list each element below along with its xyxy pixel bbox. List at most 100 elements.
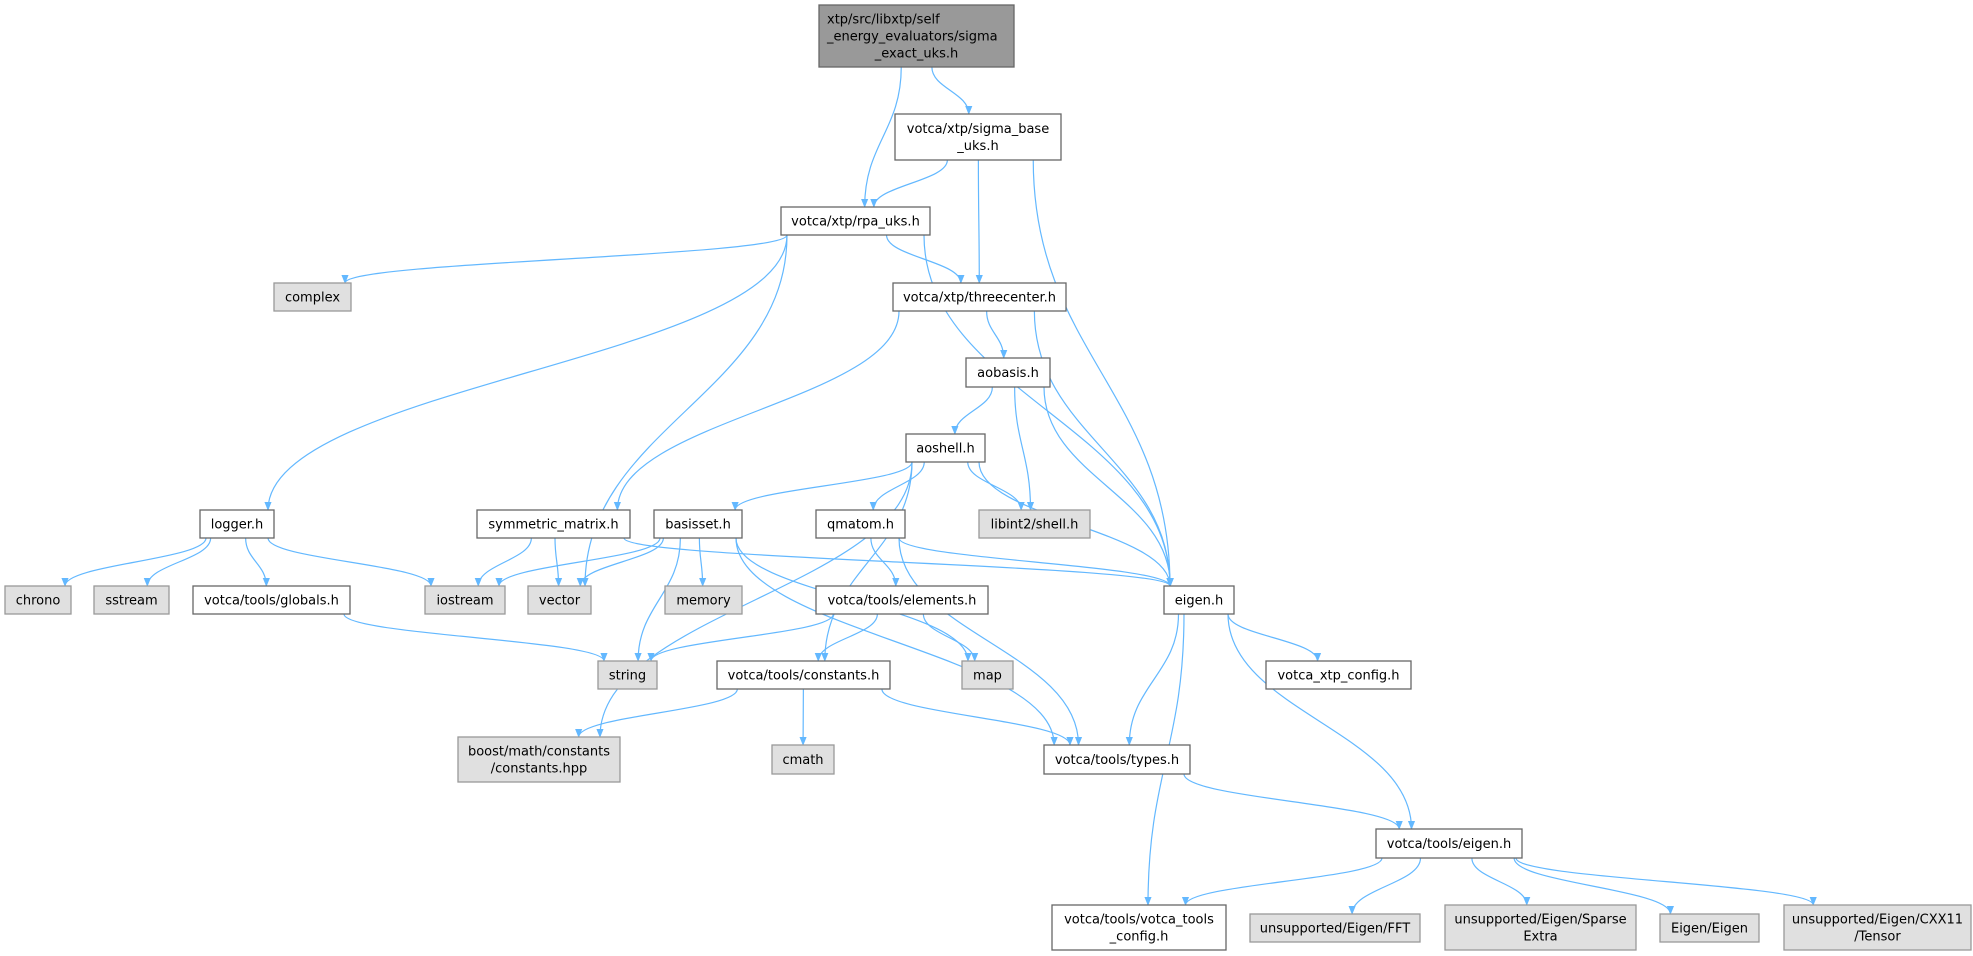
node-threecenter[interactable]: votca/xtp/threecenter.h — [892, 282, 1067, 312]
node-label: votca/xtp/threecenter.h — [903, 291, 1056, 306]
node-label: votca/tools/globals.h — [204, 594, 339, 609]
edge-tools_eigen-to-fft — [1348, 857, 1422, 915]
edge-tools_eigen-to-tensor — [1515, 857, 1817, 906]
node-box — [815, 585, 989, 615]
edge-eigen-to-xtp_config — [1227, 613, 1322, 662]
edge-root-to-rpa — [861, 66, 902, 208]
node-label: votca/tools/eigen.h — [1387, 837, 1511, 852]
node-chrono: chrono — [4, 585, 72, 615]
node-box — [894, 113, 1062, 161]
edge-basisset-to-memory — [698, 537, 707, 587]
node-vector: vector — [527, 585, 592, 615]
node-box — [815, 509, 906, 539]
node-eigen[interactable]: eigen.h — [1163, 585, 1235, 615]
node-box — [1783, 904, 1972, 951]
node-label: _energy_evaluators/sigma — [826, 30, 998, 45]
node-cmath: cmath — [771, 744, 835, 775]
edge-sigma_base-to-eigen — [1032, 159, 1174, 587]
node-box — [476, 509, 631, 539]
node-label: memory — [676, 594, 731, 609]
node-label: complex — [285, 291, 340, 306]
node-box — [597, 660, 658, 690]
edge-constants-to-boost — [575, 688, 738, 738]
edge-constants-to-types — [881, 688, 1074, 746]
node-globals[interactable]: votca/tools/globals.h — [192, 585, 351, 615]
node-box — [199, 509, 275, 539]
node-tensor: unsupported/Eigen/CXX11/Tensor — [1783, 904, 1972, 951]
node-label: string — [609, 669, 646, 684]
node-root[interactable]: xtp/src/libxtp/self_energy_evaluators/si… — [818, 4, 1015, 68]
node-label: libint2/shell.h — [991, 518, 1079, 533]
node-string: string — [597, 660, 658, 690]
edge-rpa-to-logger — [264, 234, 788, 511]
node-box — [1163, 585, 1235, 615]
node-eigen-eigen: Eigen/Eigen — [1659, 913, 1760, 943]
node-libint: libint2/shell.h — [978, 509, 1091, 539]
edge-aoshell-to-boost — [596, 461, 913, 738]
node-elements[interactable]: votca/tools/elements.h — [815, 585, 989, 615]
edge-sigma_base-to-rpa — [870, 159, 948, 208]
edge-aobasis-to-libint — [1014, 386, 1035, 511]
edge-qmatom-to-types — [898, 537, 1083, 746]
node-box — [93, 585, 170, 615]
node-label: boost/math/constants — [468, 745, 610, 760]
nodes: xtp/src/libxtp/self_energy_evaluators/si… — [4, 4, 1972, 951]
edge-threecenter-to-eigen — [1033, 310, 1174, 587]
node-aobasis[interactable]: aobasis.h — [965, 357, 1051, 388]
node-label: aobasis.h — [977, 366, 1039, 381]
edge-threecenter-to-aobasis — [986, 310, 1008, 359]
node-label: votca/tools/votca_tools — [1064, 913, 1214, 928]
node-box — [978, 509, 1091, 539]
node-box — [664, 585, 743, 615]
node-label: votca/tools/elements.h — [828, 594, 977, 609]
node-tools-config[interactable]: votca/tools/votca_tools_config.h — [1051, 904, 1227, 951]
edge-tools_eigen-to-sparse — [1471, 857, 1531, 906]
node-box — [818, 4, 1015, 68]
edge-aoshell-to-qmatom — [869, 461, 925, 511]
node-logger[interactable]: logger.h — [199, 509, 275, 539]
node-label: Eigen/Eigen — [1671, 922, 1748, 937]
edge-logger-to-sstream — [143, 537, 212, 587]
edge-tools_eigen-to-eigen_eigen — [1513, 857, 1674, 915]
node-rpa[interactable]: votca/xtp/rpa_uks.h — [780, 206, 931, 236]
node-box — [1659, 913, 1760, 943]
node-constants[interactable]: votca/tools/constants.h — [716, 660, 891, 690]
node-basisset[interactable]: basisset.h — [653, 509, 743, 539]
node-label: _exact_uks.h — [874, 47, 959, 62]
node-box — [1249, 913, 1421, 943]
edge-elements-to-map — [922, 613, 979, 662]
node-label: aoshell.h — [916, 442, 975, 457]
node-symmetric-matrix[interactable]: symmetric_matrix.h — [476, 509, 631, 539]
node-label: vector — [539, 594, 581, 609]
node-label: votca/tools/types.h — [1055, 753, 1179, 768]
edge-elements-to-string — [647, 613, 834, 662]
node-sigma-base[interactable]: votca/xtp/sigma_base_uks.h — [894, 113, 1062, 161]
node-xtp-config[interactable]: votca_xtp_config.h — [1265, 660, 1412, 690]
node-label: votca/tools/constants.h — [728, 669, 880, 684]
node-box — [1375, 828, 1523, 859]
node-box — [424, 585, 506, 615]
edge-aoshell-to-basisset — [731, 461, 913, 511]
node-box — [1051, 904, 1227, 951]
node-map: map — [961, 660, 1014, 690]
node-label: unsupported/Eigen/CXX11 — [1792, 913, 1963, 928]
node-tools-eigen[interactable]: votca/tools/eigen.h — [1375, 828, 1523, 859]
edge-basisset-to-iostream — [495, 537, 661, 587]
node-aoshell[interactable]: aoshell.h — [905, 433, 986, 463]
node-box — [780, 206, 931, 236]
node-types[interactable]: votca/tools/types.h — [1043, 744, 1191, 775]
edges — [61, 66, 1817, 915]
edge-eigen-to-types — [1125, 613, 1180, 746]
node-box — [527, 585, 592, 615]
node-label: votca_xtp_config.h — [1277, 669, 1399, 684]
node-label: cmath — [782, 753, 823, 768]
node-box — [716, 660, 891, 690]
node-boost: boost/math/constants/constants.hpp — [457, 736, 621, 783]
node-box — [4, 585, 72, 615]
node-label: votca/xtp/sigma_base — [907, 122, 1049, 137]
edge-tools_eigen-to-tools_config — [1181, 857, 1383, 906]
node-label: qmatom.h — [827, 518, 894, 533]
node-qmatom[interactable]: qmatom.h — [815, 509, 906, 539]
edge-qmatom-to-elements — [870, 537, 900, 587]
